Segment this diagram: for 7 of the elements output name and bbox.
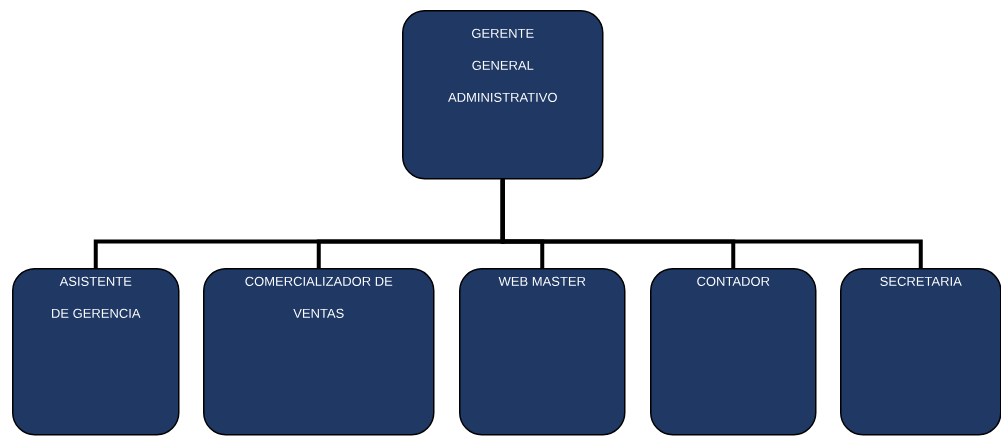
org-box: CONTADOR: [650, 268, 817, 436]
org-box: WEB MASTER: [459, 268, 626, 436]
org-box: COMERCIALIZADOR DE VENTAS: [203, 268, 435, 436]
connector-line: [500, 179, 923, 268]
org-box: SECRETARIA: [840, 268, 1001, 436]
org-box: GERENTE GENERAL ADMINISTRATIVO: [402, 10, 604, 180]
org-box: ASISTENTE DE GERENCIA: [12, 268, 180, 436]
